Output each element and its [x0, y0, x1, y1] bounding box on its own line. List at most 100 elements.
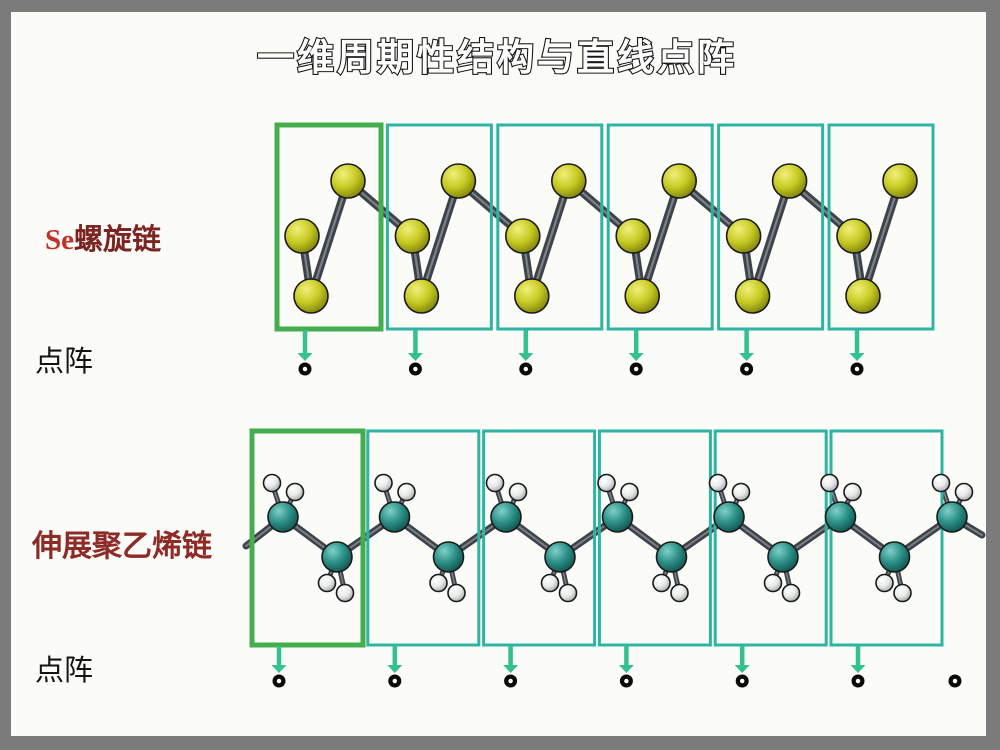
hydrogen-atom — [931, 473, 951, 493]
carbon-atom — [936, 501, 968, 533]
hydrogen-atom — [670, 583, 689, 603]
hydrogen-atom — [820, 473, 839, 493]
carbon-atom — [321, 541, 353, 573]
lattice-point-center — [633, 366, 639, 372]
carbon-atom — [432, 541, 465, 573]
first-unit-cell-box — [274, 122, 384, 332]
pe-unit-cell-boxes — [249, 428, 944, 648]
se-atom — [513, 278, 550, 314]
lattice-arrow-stem — [854, 330, 860, 353]
lattice-point-center — [413, 366, 418, 372]
first-unit-cell-box — [249, 428, 366, 648]
bond-highlight — [751, 179, 791, 298]
lattice-arrow-head — [297, 353, 313, 361]
bond-highlight — [530, 179, 570, 298]
hydrogen-atom — [763, 573, 783, 593]
se-atom — [882, 163, 918, 199]
lattice-arrow-head — [271, 665, 287, 673]
lattice-point-center — [302, 366, 308, 372]
hydrogen-atom — [620, 482, 639, 502]
hydrogen-atom — [540, 573, 560, 593]
lattice-arrow-head — [387, 665, 403, 673]
lattice-arrow-head — [628, 353, 644, 361]
pe-atoms — [262, 473, 974, 603]
se-atom — [845, 278, 881, 314]
se-atom — [771, 163, 808, 199]
lattice-arrow-head — [618, 665, 634, 673]
hydrogen-atom — [335, 583, 355, 603]
unit-cell-box — [717, 123, 825, 331]
lattice-arrow-stem — [523, 330, 529, 353]
se-atom — [440, 163, 477, 199]
lattice-point-center — [855, 678, 861, 684]
unit-cell-box — [713, 429, 828, 647]
hydrogen-atom — [558, 583, 578, 603]
se-atom — [725, 218, 762, 254]
hydrogen-atom — [652, 573, 671, 593]
carbon-atom — [490, 501, 522, 533]
hydrogen-atom — [447, 583, 466, 603]
hydrogen-atom — [285, 482, 305, 502]
unit-cell-box — [606, 123, 714, 331]
hydrogen-atom — [397, 482, 416, 502]
hydrogen-atom — [875, 573, 894, 593]
unit-cell-box — [829, 429, 944, 647]
se-unit-cell-boxes — [274, 122, 935, 332]
hydrogen-atom — [893, 583, 912, 603]
unit-cell-box — [366, 429, 481, 647]
lattice-point-center — [744, 366, 749, 372]
carbon-atom — [878, 541, 911, 573]
hydrogen-atom — [317, 573, 337, 593]
lattice-point-center — [739, 678, 745, 684]
lattice-arrow-stem — [624, 646, 629, 665]
se-chain-label-suffix: 螺旋链 — [74, 224, 162, 256]
se-atom — [284, 218, 320, 254]
hydrogen-atom — [374, 473, 393, 493]
lattice-point-center — [508, 678, 513, 684]
carbon-atom — [544, 541, 576, 573]
lattice-arrow-stem — [392, 646, 398, 665]
lattice-arrow-head — [503, 665, 519, 673]
hydrogen-atom — [429, 573, 448, 593]
lattice-arrow-head — [850, 665, 866, 673]
lattice-arrow-stem — [744, 330, 749, 353]
pe-chain-label: 伸展聚乙烯链 — [32, 530, 212, 563]
lattice-arrow-head — [518, 353, 534, 361]
se-atom — [293, 278, 329, 314]
bond-highlight — [420, 179, 460, 298]
carbon-atom — [267, 501, 299, 533]
carbon-atom — [378, 501, 411, 533]
se-atom — [836, 218, 872, 254]
lattice-arrow-head — [849, 353, 865, 361]
carbon-atom — [601, 501, 634, 533]
se-atom — [403, 278, 440, 314]
se-atoms — [284, 163, 918, 314]
hydrogen-atom — [708, 473, 728, 493]
pe-bonds — [242, 480, 986, 596]
hydrogen-atom — [262, 473, 282, 493]
lattice-point-center — [952, 678, 958, 684]
lattice-arrow-stem — [302, 330, 308, 353]
bond-highlight — [641, 179, 681, 298]
lattice-point-center — [854, 366, 860, 372]
lattice-label-bottom: 点阵 — [35, 655, 94, 687]
se-atom — [330, 163, 366, 199]
hydrogen-atom — [508, 482, 528, 502]
bond-highlight — [309, 179, 350, 298]
lattice-arrow-stem — [508, 646, 513, 665]
hydrogen-atom — [843, 482, 862, 502]
unit-cell-box — [496, 123, 604, 331]
lattice-arrow-stem — [633, 330, 639, 353]
unit-cell-box — [597, 429, 712, 647]
se-atom — [624, 278, 661, 314]
hydrogen-atom — [485, 473, 505, 493]
lattice-point-center — [392, 678, 398, 684]
bond-highlight — [861, 179, 902, 298]
lattice-arrow-stem — [413, 330, 418, 353]
lattice-arrow-head — [734, 665, 750, 673]
hydrogen-atom — [954, 482, 974, 502]
unit-cell-box — [385, 123, 493, 331]
unit-cell-box — [482, 429, 597, 647]
lattice-label-top: 点阵 — [35, 346, 94, 378]
